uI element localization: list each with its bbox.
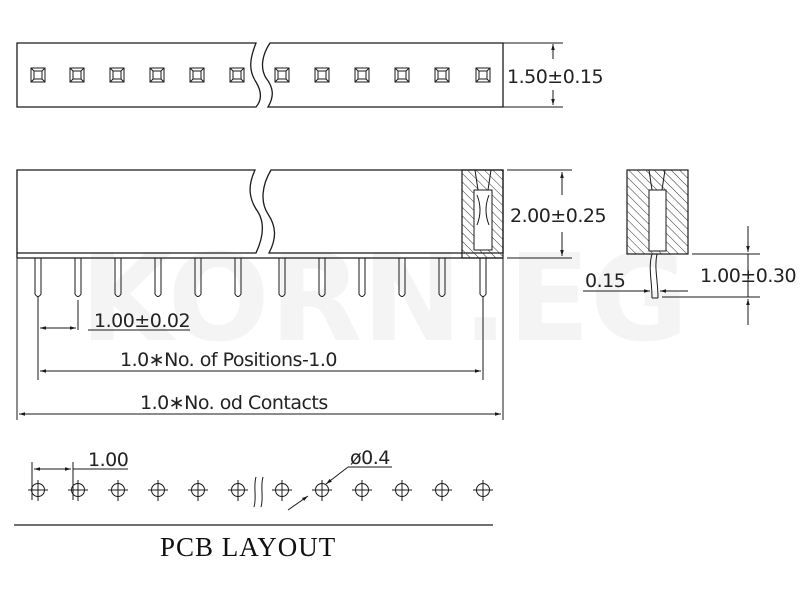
hole-icon xyxy=(392,480,412,501)
pin-cavity-icon xyxy=(69,67,85,83)
pin-cavity-icon xyxy=(30,67,46,83)
pcb-layout: 1.00 ø0.4 PCB LAYOUT xyxy=(14,447,493,562)
pcb-holes xyxy=(28,480,493,501)
top-view: 1.50±0.15 xyxy=(16,42,604,108)
hole-icon xyxy=(473,480,493,501)
positions-dimension: 1.0∗No. of Positions-1.0 xyxy=(120,349,337,371)
pin-cavity-icon xyxy=(149,67,165,83)
hole-icon xyxy=(28,480,48,501)
pin xyxy=(74,258,82,297)
pin xyxy=(234,258,242,297)
front-height-dimension: 2.00±0.25 xyxy=(510,205,606,227)
front-view-pins xyxy=(34,258,487,297)
side-view: 0.15 1.00±0.30 xyxy=(583,169,797,325)
hole-icon xyxy=(228,480,248,501)
hole-icon xyxy=(312,480,332,501)
pin-cavity-icon xyxy=(109,67,125,83)
pcb-layout-title: PCB LAYOUT xyxy=(160,532,336,562)
hole-icon xyxy=(108,480,128,501)
pin xyxy=(154,258,162,297)
front-view: 2.00±0.25 1.00±0.02 1.0∗No. of Positions… xyxy=(16,169,607,420)
pin xyxy=(438,258,446,297)
pin xyxy=(318,258,326,297)
pin xyxy=(114,258,122,297)
pin-cavity-icon xyxy=(475,67,491,83)
pin-length-dimension: 1.00±0.30 xyxy=(700,265,796,287)
pin-cavity-icon xyxy=(229,67,245,83)
pin xyxy=(34,258,42,297)
pin xyxy=(398,258,406,297)
pin-cavity-icon xyxy=(354,67,370,83)
contacts-dimension: 1.0∗No. od Contacts xyxy=(140,392,328,414)
hole-icon xyxy=(68,480,88,501)
pin-cavity-icon xyxy=(189,67,205,83)
top-view-pin-cavities xyxy=(30,67,491,83)
hole-icon xyxy=(352,480,372,501)
hole-icon xyxy=(432,480,452,501)
pin-cavity-icon xyxy=(274,67,290,83)
pin-width-dimension: 0.15 xyxy=(585,270,625,292)
hole-icon xyxy=(188,480,208,501)
pin-cavity-icon xyxy=(434,67,450,83)
hole-icon xyxy=(272,480,292,501)
hole-diameter-dimension: ø0.4 xyxy=(350,447,390,469)
pin xyxy=(278,258,286,297)
pin-cavity-icon xyxy=(314,67,330,83)
pin xyxy=(194,258,202,297)
pcb-pitch-dimension: 1.00 xyxy=(88,449,128,471)
pin-cavity-icon xyxy=(394,67,410,83)
pitch-dimension: 1.00±0.02 xyxy=(94,310,190,332)
hole-icon xyxy=(148,480,168,501)
pin xyxy=(358,258,366,297)
top-height-dimension: 1.50±0.15 xyxy=(507,66,603,88)
